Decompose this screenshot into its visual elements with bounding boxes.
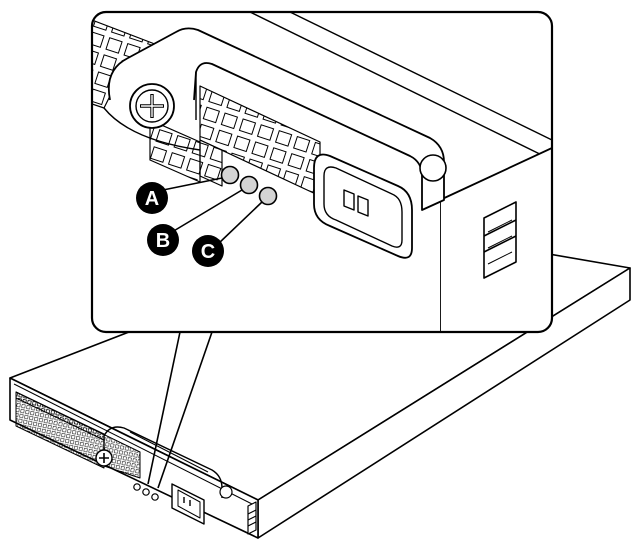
inset-led-a	[220, 165, 240, 185]
callout-a: A	[136, 182, 168, 214]
callout-c-letter: C	[201, 241, 215, 263]
psu-side-latch	[247, 501, 257, 535]
callout-b-letter: B	[156, 230, 170, 252]
psu-ac-inlet	[171, 483, 205, 525]
inset-led-c	[258, 186, 278, 206]
psu-thumbscrew	[95, 449, 113, 467]
inset-handle-hole	[419, 154, 447, 182]
inset-frame	[90, 10, 554, 334]
inset-thumbscrew	[129, 83, 175, 129]
callout-c-circle	[192, 235, 224, 267]
callout-leaders	[162, 177, 263, 245]
callout-c: C	[192, 235, 224, 267]
inset-led-b	[239, 175, 259, 195]
inset-psu-front-face	[92, 40, 440, 332]
zoom-inset: A B C	[90, 10, 554, 334]
psu-led-c	[151, 493, 159, 501]
inset-handle	[107, 27, 445, 211]
inset-side-latch	[483, 201, 517, 279]
psu-led-a	[133, 483, 141, 491]
callout-b: B	[147, 224, 179, 256]
inset-ac-inlet	[313, 153, 413, 259]
callout-b-circle	[147, 224, 179, 256]
callout-a-circle	[136, 182, 168, 214]
inset-leader-lines	[147, 331, 213, 489]
callout-a-letter: A	[145, 188, 159, 210]
psu-led-b	[142, 488, 150, 496]
